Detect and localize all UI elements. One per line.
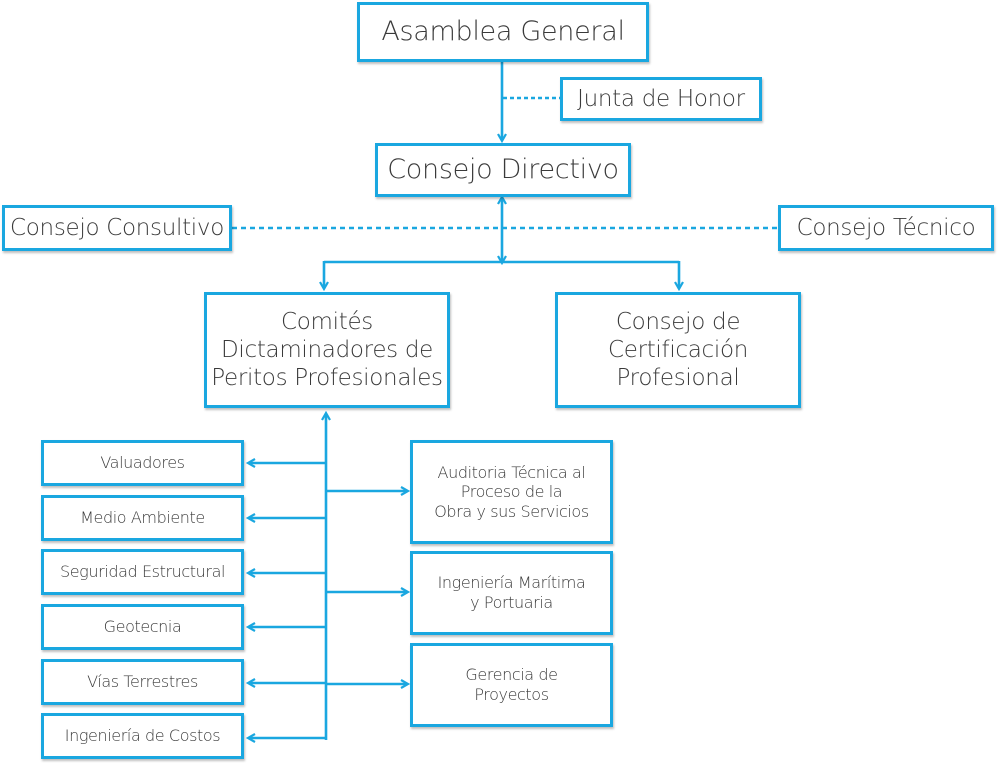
node-line: Obra y sus Servicios xyxy=(434,501,589,521)
node-consejo-directivo: Consejo Directivo xyxy=(375,143,631,197)
node-label: Medio Ambiente xyxy=(80,508,205,528)
node-label: Consejo Consultivo xyxy=(10,214,224,241)
node-label: Consejo Técnico xyxy=(796,214,976,241)
node-vias-terrestres: Vías Terrestres xyxy=(41,659,244,705)
node-line: Profesional xyxy=(616,365,740,392)
node-asamblea-general: Asamblea General xyxy=(357,2,649,62)
node-line: Proyectos xyxy=(474,685,549,704)
node-line: Proceso de la xyxy=(460,482,563,502)
node-line: Comités xyxy=(281,308,373,335)
node-label: Ingeniería de Costos xyxy=(64,726,221,746)
node-line: Consejo de xyxy=(615,308,741,335)
node-label: Seguridad Estructural xyxy=(59,562,226,582)
node-label: Consejo Directivo xyxy=(387,153,619,185)
node-seguridad-estructural: Seguridad Estructural xyxy=(41,549,244,595)
node-geotecnia: Geotecnia xyxy=(41,604,244,650)
node-label: Junta de Honor xyxy=(577,85,745,112)
node-consejo-consultivo: Consejo Consultivo xyxy=(2,205,232,251)
node-comites-dictaminadores: Comités Dictaminadores de Peritos Profes… xyxy=(204,292,450,408)
node-line: Auditoria Técnica al xyxy=(437,462,586,482)
node-label: Valuadores xyxy=(100,453,185,473)
node-auditoria-tecnica: Auditoria Técnica al Proceso de la Obra … xyxy=(410,440,613,544)
node-line: Peritos Profesionales xyxy=(211,365,443,392)
node-medio-ambiente: Medio Ambiente xyxy=(41,495,244,541)
node-consejo-tecnico: Consejo Técnico xyxy=(778,205,994,251)
node-label: Vías Terrestres xyxy=(87,672,198,692)
node-label: Asamblea General xyxy=(381,15,625,47)
node-ingenieria-de-costos: Ingeniería de Costos xyxy=(41,713,244,759)
node-gerencia-de-proyectos: Gerencia de Proyectos xyxy=(410,643,613,727)
node-line: Gerencia de xyxy=(465,665,558,685)
node-ingenieria-maritima: Ingeniería Marítima y Portuaria xyxy=(410,551,613,635)
node-junta-de-honor: Junta de Honor xyxy=(560,77,762,121)
node-line: Dictaminadores de xyxy=(220,336,434,363)
node-label: Geotecnia xyxy=(103,617,182,637)
node-line: Ingeniería Marítima xyxy=(437,573,586,593)
node-line: Certificación xyxy=(607,336,749,363)
node-consejo-certificacion: Consejo de Certificación Profesional xyxy=(555,292,801,408)
node-valuadores: Valuadores xyxy=(41,440,244,486)
node-line: y Portuaria xyxy=(470,593,553,612)
